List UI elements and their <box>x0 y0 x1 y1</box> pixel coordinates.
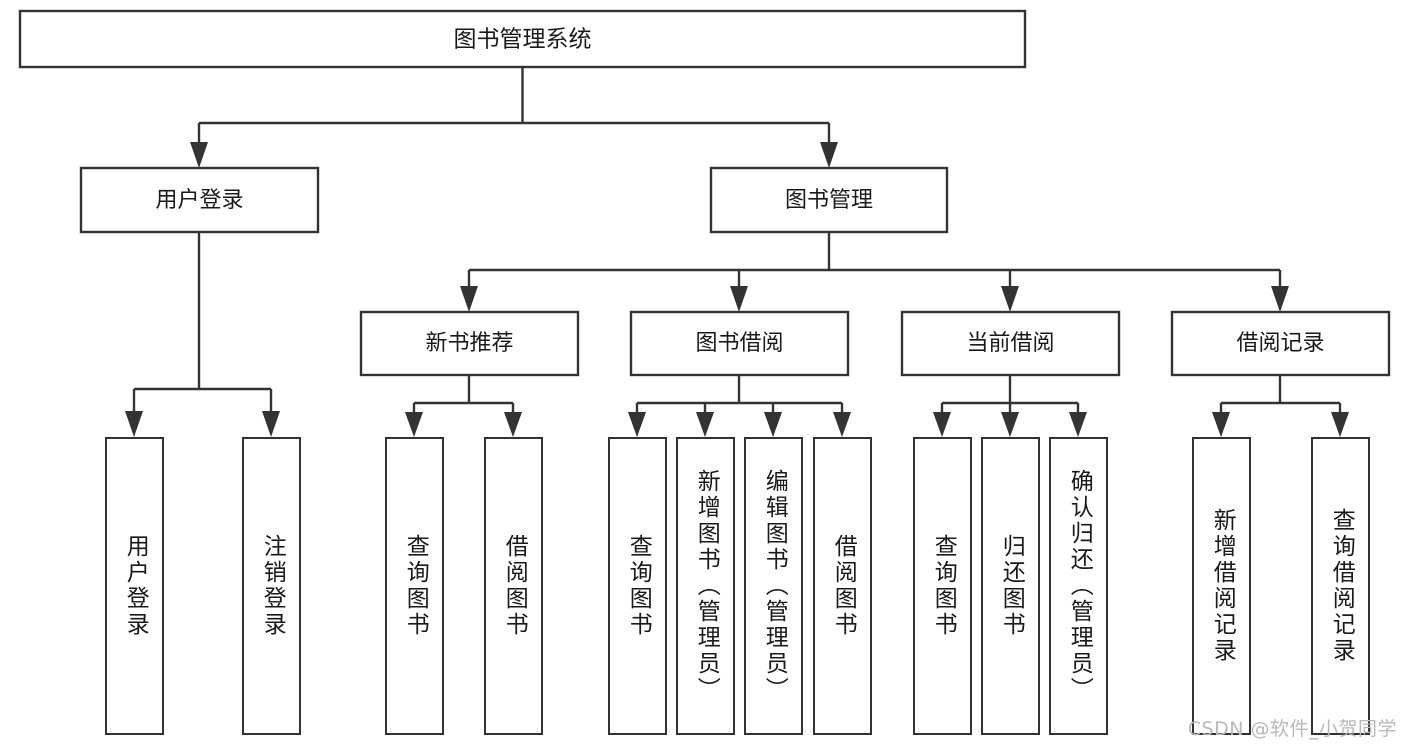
arrow-icon-user-login <box>190 142 208 168</box>
leaf-node-user-login-label: 用户登录 <box>122 534 149 638</box>
leaf-node-add-record-label: 新增借阅记录 <box>1209 508 1236 664</box>
node-user-login-label: 用户登录 <box>155 188 243 213</box>
arrow-icon-book-borrow <box>730 286 748 312</box>
node-current-borrow-box[interactable] <box>900 310 1121 377</box>
node-book-borrow-box[interactable] <box>629 310 850 377</box>
leaf-node-query-record-label: 查询借阅记录 <box>1328 508 1355 664</box>
node-current-borrow[interactable]: 当前借阅 <box>900 310 1121 377</box>
node-user-login[interactable]: 用户登录 <box>79 166 320 234</box>
arrow-icon-leaf-return-book <box>1001 412 1019 437</box>
arrow-icon-leaf-add-book <box>696 412 714 437</box>
leaf-node-add-book[interactable]: 新增图书（管理员） <box>676 437 735 735</box>
node-new-book-recommend-label: 新书推荐 <box>425 331 513 356</box>
node-new-book-recommend-box[interactable] <box>359 310 580 377</box>
leaf-node-query-book-1-label: 查询图书 <box>402 534 429 638</box>
leaf-node-confirm-return-label: 确认归还（管理员） <box>1066 469 1093 703</box>
arrow-icon-leaf-user-login <box>125 411 143 437</box>
leaf-node-logout-login-label: 注销登录 <box>259 534 286 638</box>
leaf-node-borrow-book-1-label: 借阅图书 <box>501 534 528 638</box>
leaf-node-logout-login[interactable]: 注销登录 <box>242 437 301 735</box>
leaf-node-query-book-3[interactable]: 查询图书 <box>913 437 972 735</box>
node-borrow-record[interactable]: 借阅记录 <box>1170 310 1391 377</box>
arrow-icon-leaf-logout <box>262 411 280 437</box>
leaf-node-borrow-book-2-label: 借阅图书 <box>830 534 857 638</box>
node-new-book-recommend[interactable]: 新书推荐 <box>359 310 580 377</box>
arrow-icon-leaf-borrow-book-1 <box>504 412 522 437</box>
node-current-borrow-label: 当前借阅 <box>966 331 1054 356</box>
leaf-node-borrow-book-2[interactable]: 借阅图书 <box>813 437 872 735</box>
leaf-node-user-login[interactable]: 用户登录 <box>105 437 164 735</box>
arrow-icon-leaf-query-book-1 <box>405 412 423 437</box>
leaf-node-add-record[interactable]: 新增借阅记录 <box>1192 437 1251 735</box>
arrow-icon-leaf-confirm-return <box>1069 412 1087 437</box>
connector-group-book-manage-to-level2 <box>460 232 1289 312</box>
node-user-login-box[interactable] <box>79 166 320 234</box>
arrow-icon-leaf-query-book-3 <box>933 412 951 437</box>
leaf-node-query-record[interactable]: 查询借阅记录 <box>1311 437 1370 735</box>
arrow-icon-leaf-borrow-book-2 <box>833 412 851 437</box>
arrow-icon-book-manage <box>820 142 838 168</box>
arrow-icon-leaf-query-record <box>1331 412 1349 437</box>
leaf-node-query-book-2[interactable]: 查询图书 <box>608 437 667 735</box>
leaf-node-query-book-1[interactable]: 查询图书 <box>385 437 444 735</box>
arrow-icon-borrow-record <box>1271 286 1289 312</box>
node-book-borrow-label: 图书借阅 <box>695 331 783 356</box>
connector-group-root-to-level1 <box>190 67 838 168</box>
leaf-node-query-book-2-label: 查询图书 <box>625 534 652 638</box>
node-book-manage[interactable]: 图书管理 <box>709 166 949 234</box>
connector-group-user-login-to-leaves <box>125 232 280 437</box>
leaf-node-query-book-3-label: 查询图书 <box>930 534 957 638</box>
leaf-node-edit-book[interactable]: 编辑图书（管理员） <box>744 437 803 735</box>
leaf-node-add-book-label: 新增图书（管理员） <box>693 469 720 703</box>
arrow-icon-leaf-add-record <box>1212 412 1230 437</box>
leaf-node-return-book-label: 归还图书 <box>998 534 1025 638</box>
node-book-manage-label: 图书管理 <box>785 188 873 213</box>
leaf-node-borrow-book-1[interactable]: 借阅图书 <box>484 437 543 735</box>
arrow-icon-leaf-query-book-2 <box>628 412 646 437</box>
node-book-borrow[interactable]: 图书借阅 <box>629 310 850 377</box>
node-borrow-record-label: 借阅记录 <box>1236 331 1324 356</box>
connector-group-current-borrow-to-leaves <box>933 375 1087 437</box>
arrow-icon-new-book-recommend <box>460 286 478 312</box>
node-root-box[interactable] <box>18 9 1027 69</box>
leaf-node-return-book[interactable]: 归还图书 <box>981 437 1040 735</box>
node-root-label: 图书管理系统 <box>454 27 592 53</box>
leaf-node-confirm-return[interactable]: 确认归还（管理员） <box>1049 437 1108 735</box>
node-book-manage-box[interactable] <box>709 166 949 234</box>
connector-group-new-book-recommend-to-leaves <box>405 375 522 437</box>
node-borrow-record-box[interactable] <box>1170 310 1391 377</box>
connector-group-book-borrow-to-leaves <box>628 375 851 437</box>
connector-group-borrow-record-to-leaves <box>1212 375 1349 437</box>
arrow-icon-current-borrow <box>1001 286 1019 312</box>
leaf-node-edit-book-label: 编辑图书（管理员） <box>761 469 788 703</box>
arrow-icon-leaf-edit-book <box>764 412 782 437</box>
node-root[interactable]: 图书管理系统 <box>18 9 1027 69</box>
